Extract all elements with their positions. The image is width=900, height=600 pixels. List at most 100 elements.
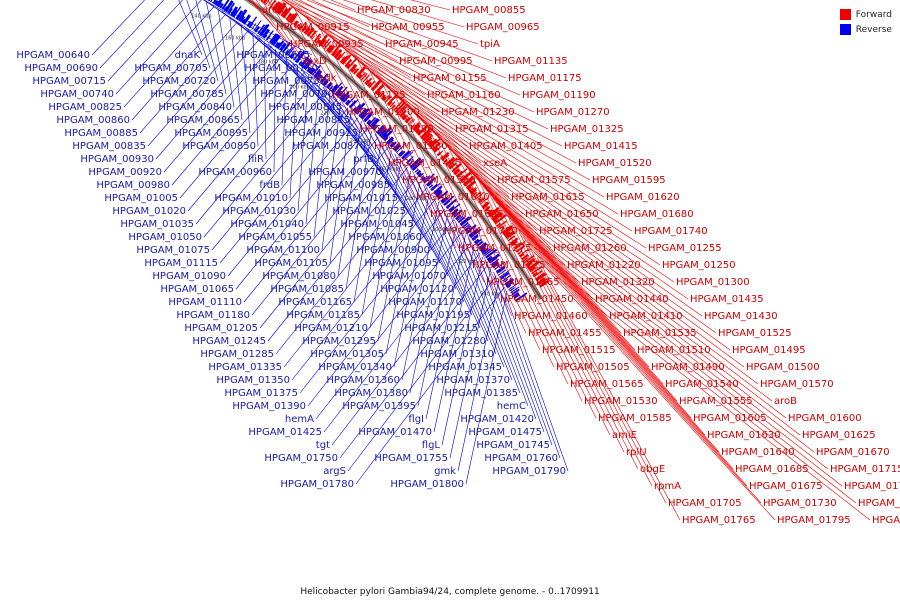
reverse-leader-line xyxy=(99,0,165,69)
forward-gene-block xyxy=(296,23,300,28)
reverse-leader-line xyxy=(139,21,238,134)
forward-gene-block xyxy=(533,270,543,278)
reverse-gene-block xyxy=(406,159,412,164)
forward-gene-label: HPGAM_01730 xyxy=(763,498,837,509)
reverse-gene-block xyxy=(309,67,316,75)
forward-gene-label: HPGAM_01405 xyxy=(469,141,543,152)
reverse-gene-label: HPGAM_00685 xyxy=(236,50,310,61)
reverse-gene-label: HPGAM_01755 xyxy=(374,453,448,464)
forward-gene-label: HPGAM_01600 xyxy=(788,413,862,424)
reverse-gene-block xyxy=(280,44,287,52)
reverse-gene-label: HPGAM_01245 xyxy=(192,336,266,347)
reverse-leader-line xyxy=(289,66,298,199)
forward-gene-label: HPGAM_01685 xyxy=(735,464,809,475)
forward-gene-block xyxy=(282,7,292,19)
strand-legend: Forward Reverse xyxy=(839,7,892,37)
reverse-leader-line xyxy=(374,133,457,290)
reverse-gene-label: HPGAM_01080 xyxy=(262,271,336,282)
reverse-gene-block xyxy=(482,248,491,255)
reverse-leader-line xyxy=(321,102,341,251)
forward-gene-label: HPGAM_01500 xyxy=(746,362,820,373)
forward-gene-block xyxy=(522,257,529,262)
forward-gene-label: HPGAM_01630 xyxy=(707,430,781,441)
tick-label: 160 kbp xyxy=(225,36,245,42)
reverse-gene-block xyxy=(264,34,268,39)
reverse-leader-line xyxy=(131,13,227,121)
forward-gene-block xyxy=(280,7,289,18)
reverse-gene-block xyxy=(510,286,520,294)
reverse-gene-label: flgL xyxy=(422,440,441,451)
forward-leader-line xyxy=(274,0,345,113)
reverse-leader-line xyxy=(333,95,425,238)
reverse-gene-block xyxy=(354,102,366,114)
reverse-gene-block xyxy=(419,172,424,178)
reverse-leader-line xyxy=(207,0,313,56)
forward-gene-label: xseA xyxy=(483,158,507,169)
reverse-gene-block xyxy=(515,292,528,302)
reverse-gene-label: HPGAM_01030 xyxy=(222,206,296,217)
forward-leader-line xyxy=(505,214,815,453)
forward-gene-label: HPGAM_01520 xyxy=(578,158,652,169)
forward-gene-block xyxy=(434,144,444,153)
reverse-gene-block xyxy=(401,150,411,160)
reverse-leader-line xyxy=(205,1,227,95)
reverse-gene-label: HPGAM_01345 xyxy=(428,362,502,373)
forward-leader-line xyxy=(368,67,457,249)
reverse-gene-label: HPGAM_01100 xyxy=(246,245,320,256)
reverse-gene-block xyxy=(460,216,472,226)
forward-leader-line xyxy=(283,0,426,96)
forward-gene-label: HPGAM_01445 xyxy=(388,158,462,169)
forward-gene-label: HPGAM_00935 xyxy=(290,39,364,50)
reverse-gene-block xyxy=(214,0,220,6)
reverse-leader-line xyxy=(203,89,327,238)
reverse-gene-block xyxy=(369,117,378,127)
forward-gene-label: HPGAM_01455 xyxy=(528,328,602,339)
forward-gene-block xyxy=(326,44,334,53)
forward-leader-line xyxy=(530,248,762,504)
forward-gene-block xyxy=(258,0,261,1)
reverse-gene-block xyxy=(496,266,506,274)
reverse-gene-block xyxy=(377,126,386,135)
reverse-gene-label: HPGAM_01005 xyxy=(104,193,178,204)
forward-leader-line xyxy=(515,226,829,470)
forward-gene-label: HPGAM_01490 xyxy=(651,362,725,373)
forward-leader-line xyxy=(511,222,734,470)
forward-gene-block xyxy=(311,35,316,40)
reverse-leader-line xyxy=(377,170,412,342)
reverse-gene-label: hemC xyxy=(497,401,526,412)
reverse-leader-line xyxy=(267,167,408,342)
reverse-leader-line xyxy=(179,63,295,199)
reverse-leader-line xyxy=(291,198,437,381)
reverse-gene-label: HPGAM_01375 xyxy=(224,388,298,399)
forward-gene-block xyxy=(306,27,315,37)
forward-gene-label: HPGAM_01680 xyxy=(620,209,694,220)
forward-leader-line xyxy=(461,161,664,385)
forward-gene-block xyxy=(472,191,478,197)
forward-gene-block xyxy=(362,74,371,83)
reverse-gene-label: HPGAM_01055 xyxy=(238,232,312,243)
tick-label: 340 kbp xyxy=(481,292,501,298)
forward-leader-line xyxy=(311,0,370,28)
forward-gene-block xyxy=(527,260,541,270)
forward-gene-block xyxy=(445,156,456,166)
tick-label: 180 kbp xyxy=(258,59,278,65)
reverse-gene-block xyxy=(475,238,482,245)
reverse-gene-block xyxy=(389,141,395,147)
reverse-gene-block xyxy=(504,278,515,286)
tick-label: 260 kbp xyxy=(378,167,398,173)
reverse-gene-label: HPGAM_01105 xyxy=(254,258,328,269)
forward-gene-label: HPGAM_01460 xyxy=(514,311,588,322)
reverse-gene-block xyxy=(352,107,357,112)
reverse-leader-line xyxy=(459,227,529,407)
forward-leader-line xyxy=(319,27,401,181)
reverse-leader-line xyxy=(345,130,372,290)
legend-label-forward: Forward xyxy=(855,9,892,20)
forward-gene-block xyxy=(404,116,411,123)
reverse-gene-label: fliR xyxy=(248,154,264,165)
reverse-gene-block xyxy=(433,185,443,195)
reverse-leader-line xyxy=(441,205,513,381)
forward-gene-label: rpmA xyxy=(654,481,681,492)
reverse-gene-label: HPGAM_01360 xyxy=(326,375,400,386)
forward-gene-label: ndk xyxy=(318,73,337,84)
forward-gene-label: HPGAM_01575 xyxy=(497,175,571,186)
